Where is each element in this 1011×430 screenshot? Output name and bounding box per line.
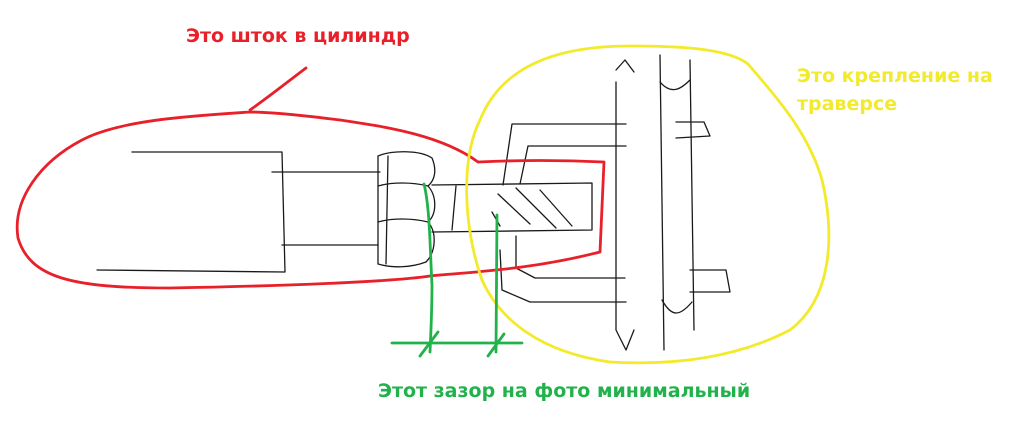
gap-dimension [390, 182, 524, 358]
mount-outline [465, 44, 831, 365]
mount-annotation-line-2: траверсе [797, 93, 898, 115]
gap-annotation: Этот зазор на фото минимальный [378, 380, 751, 402]
rod-annotation: Это шток в цилиндр [186, 25, 410, 47]
traverse-bracket [499, 54, 731, 351]
mount-annotation: Это крепление на траверсе [797, 62, 993, 118]
nut [377, 151, 436, 268]
threaded-stud [431, 182, 593, 233]
mount-annotation-line-1: Это крепление на [797, 65, 993, 87]
cylinder-body [96, 151, 381, 273]
rod-outline [15, 66, 606, 290]
